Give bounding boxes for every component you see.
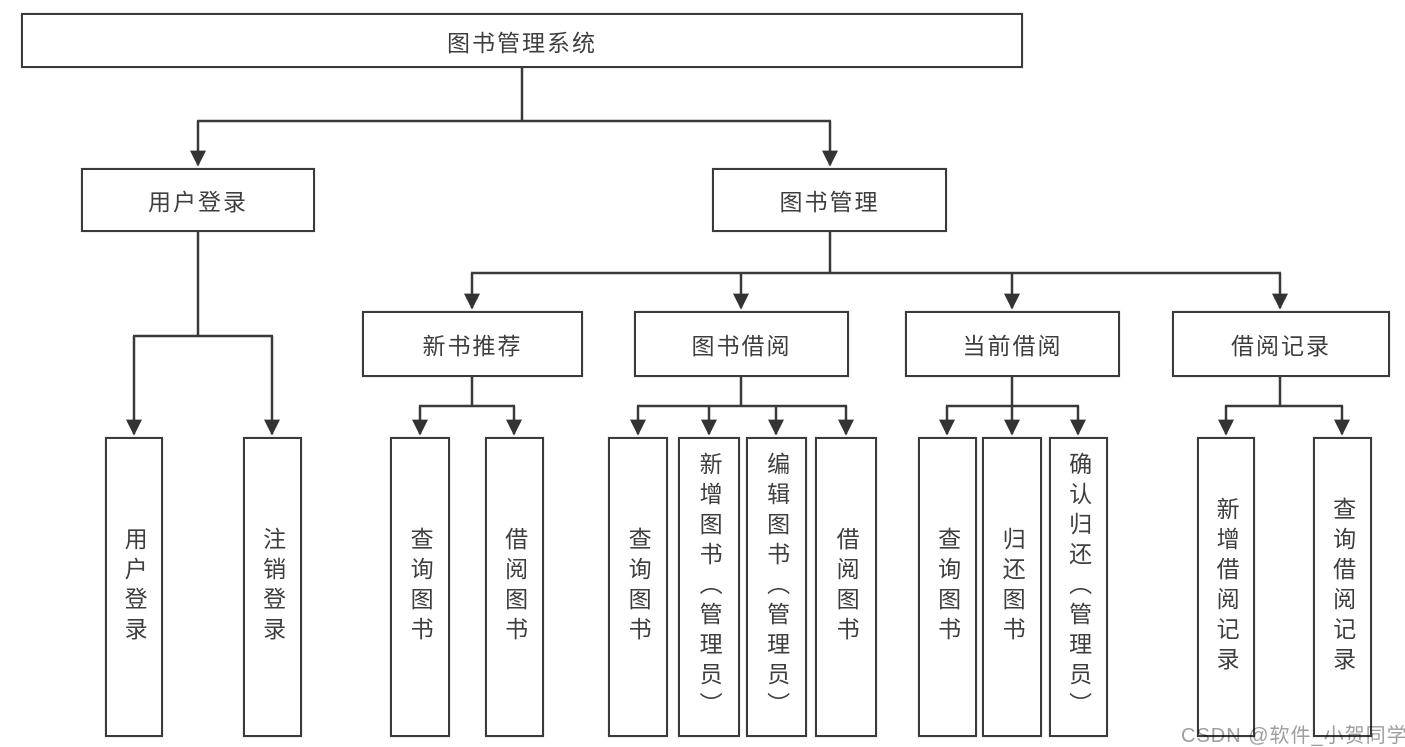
connector-group — [126, 68, 1350, 436]
node-borrowing-records: 借阅记录 — [1172, 311, 1390, 377]
leaf-borrow-books-borrowing-label: 借阅图书 — [833, 527, 860, 647]
leaf-edit-books-admin: 编辑图书（管理员） — [746, 437, 807, 737]
leaf-query-borrow-record: 查询借阅记录 — [1313, 437, 1372, 737]
leaf-add-borrow-record: 新增借阅记录 — [1197, 437, 1255, 737]
leaf-add-borrow-record-label: 新增借阅记录 — [1213, 497, 1240, 677]
leaf-return-books: 归还图书 — [982, 437, 1042, 737]
node-current-borrowing: 当前借阅 — [905, 311, 1120, 377]
leaf-add-books-admin-label: 新增图书（管理员） — [696, 452, 723, 722]
leaf-add-books-admin: 新增图书（管理员） — [678, 437, 740, 737]
leaf-confirm-return-admin: 确认归还（管理员） — [1049, 437, 1108, 737]
leaf-edit-books-admin-label: 编辑图书（管理员） — [763, 452, 790, 722]
node-library-system: 图书管理系统 — [21, 13, 1023, 68]
node-book-management-label: 图书管理 — [779, 189, 880, 215]
node-book-management: 图书管理 — [712, 168, 947, 232]
node-book-borrowing: 图书借阅 — [634, 311, 849, 377]
leaf-confirm-return-admin-label: 确认归还（管理员） — [1065, 452, 1092, 722]
node-library-system-label: 图书管理系统 — [447, 29, 597, 56]
node-user-login-label: 用户登录 — [148, 189, 248, 215]
node-new-book-recommend-label: 新书推荐 — [422, 333, 523, 359]
leaf-user-login: 用户登录 — [105, 437, 163, 737]
leaf-borrow-books-borrowing: 借阅图书 — [815, 437, 877, 737]
node-borrowing-records-label: 借阅记录 — [1231, 333, 1331, 359]
leaf-return-books-label: 归还图书 — [999, 527, 1026, 647]
node-user-login: 用户登录 — [81, 168, 315, 232]
leaf-logout: 注销登录 — [243, 437, 302, 737]
leaf-query-borrow-record-label: 查询借阅记录 — [1329, 497, 1356, 677]
leaf-borrow-books-recommend: 借阅图书 — [485, 437, 544, 737]
leaf-borrow-books-recommend-label: 借阅图书 — [501, 527, 528, 647]
node-book-borrowing-label: 图书借阅 — [691, 333, 792, 359]
leaf-query-books-recommend: 查询图书 — [390, 437, 450, 737]
leaf-logout-label: 注销登录 — [259, 527, 286, 647]
leaf-query-books-current: 查询图书 — [918, 437, 977, 737]
watermark: CSDN @软件_小贺同学 — [1181, 725, 1405, 747]
leaf-query-books-recommend-label: 查询图书 — [407, 527, 434, 647]
node-new-book-recommend: 新书推荐 — [362, 311, 583, 377]
node-current-borrowing-label: 当前借阅 — [962, 333, 1063, 359]
leaf-user-login-label: 用户登录 — [121, 527, 148, 647]
leaf-query-books-borrowing: 查询图书 — [608, 437, 668, 737]
leaf-query-books-borrowing-label: 查询图书 — [625, 527, 652, 647]
leaf-query-books-current-label: 查询图书 — [934, 527, 961, 647]
